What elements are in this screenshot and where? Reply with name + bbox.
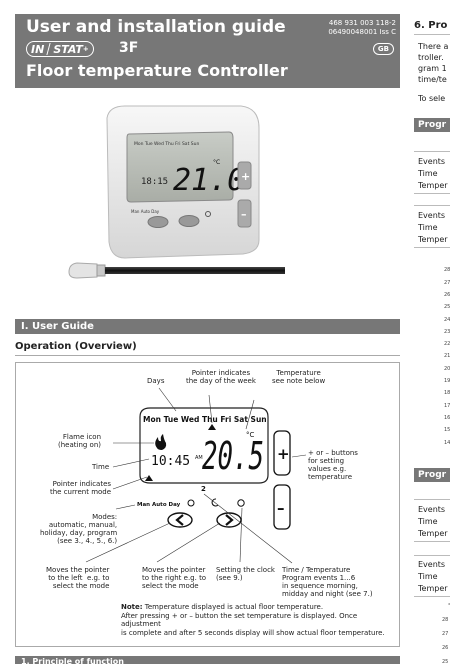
svg-text:21.0: 21.0 bbox=[173, 163, 245, 198]
left-page: User and installation guide 468 931 003 … bbox=[15, 14, 400, 664]
svg-text:Mon Tue Wed Thu Fri Sat Sun: Mon Tue Wed Thu Fri Sat Sun bbox=[143, 415, 267, 424]
label-flame: Flame icon (heating on) bbox=[58, 433, 102, 449]
scale-tick-label: 28 bbox=[442, 617, 449, 623]
right-page: 6. Pro There a troller. gram 1 time/te T… bbox=[414, 0, 450, 664]
right-section-bar-2: Progr bbox=[414, 468, 450, 482]
scale-tick-label: 17 bbox=[444, 402, 450, 409]
diagram-drawing: Mon Tue Wed Thu Fri Sat Sun 10:45 AM 20.… bbox=[85, 387, 307, 564]
modes-row: Man Auto Day bbox=[137, 502, 181, 508]
scale-tick-label: 25 bbox=[444, 304, 450, 311]
plus-icon: + bbox=[277, 445, 290, 463]
svg-text:–: – bbox=[241, 208, 247, 221]
svg-text:Mon Tue Wed Thu Fri Sat Sun: Mon Tue Wed Thu Fri Sat Sun bbox=[134, 141, 199, 147]
label-move-right: Moves the pointer to the right e.g. to s… bbox=[142, 566, 207, 590]
svg-text:18:15: 18:15 bbox=[141, 177, 168, 187]
product-photo: Mon Tue Wed Thu Fri Sat Sun 18:15 21.0 °… bbox=[68, 105, 285, 279]
flame-icon bbox=[155, 434, 167, 450]
label-temperature: Temperature see note below bbox=[272, 369, 326, 385]
sensor-cable bbox=[105, 267, 285, 274]
scale-tick-label: 27 bbox=[444, 279, 450, 286]
svg-text:2: 2 bbox=[201, 485, 206, 493]
instat-logo: IN STAT+ bbox=[26, 41, 94, 57]
moon-icon bbox=[211, 498, 219, 507]
scale-tick-label: 25 bbox=[442, 659, 449, 664]
scale-tick-label: 16 bbox=[444, 414, 450, 421]
right-heading: 6. Pro bbox=[414, 20, 448, 31]
svg-text:Man Auto Day: Man Auto Day bbox=[131, 209, 160, 214]
label-pointer-day: Pointer indicates the day of the week bbox=[186, 369, 256, 385]
scale-tick-label: 22 bbox=[444, 341, 450, 348]
scale-tick-label: 21 bbox=[444, 353, 450, 360]
svg-text:+: + bbox=[241, 170, 250, 183]
scale-tick-label: 15 bbox=[444, 427, 450, 434]
subsection-rule bbox=[15, 355, 400, 356]
clock-icon bbox=[237, 499, 245, 507]
scale-tick-label: 14 bbox=[444, 439, 450, 446]
sun-icon bbox=[187, 499, 195, 507]
label-modes: Modes: automatic, manual, holiday, day, … bbox=[40, 513, 118, 545]
label-clock: Setting the clock (see 9.) bbox=[216, 566, 275, 582]
label-pointer-mode: Pointer indicates the current mode bbox=[50, 480, 112, 496]
scale-tick-label: 19 bbox=[444, 378, 450, 384]
scale-tick-label: 26 bbox=[444, 291, 450, 298]
lcd-display bbox=[126, 131, 234, 203]
model-number: 3F bbox=[119, 40, 139, 56]
label-events: Time / Temperature Program events 1...6 … bbox=[282, 566, 373, 598]
scale-tick-label: 24 bbox=[444, 316, 450, 323]
mode-pointer-icon bbox=[145, 475, 153, 481]
scale-tick-label: 20 bbox=[444, 365, 450, 372]
plus-button bbox=[273, 430, 291, 476]
document-number: 468 931 003 118-2 06490048001 Iss C bbox=[328, 19, 396, 36]
label-move-left: Moves the pointer to the left e.g. to se… bbox=[46, 566, 110, 590]
label-plus-minus: + or – buttons for setting values e.g. t… bbox=[308, 449, 358, 481]
scale-tick-label: 18 bbox=[444, 390, 450, 397]
scale-tick-label: °C bbox=[448, 603, 450, 609]
scale-tick-label: 28 bbox=[444, 267, 450, 274]
scale-tick-label: 26 bbox=[442, 645, 449, 651]
language-badge: GB bbox=[372, 43, 394, 55]
lcd-outline bbox=[139, 407, 269, 484]
product-title: Floor temperature Controller bbox=[26, 61, 288, 80]
device-right-button bbox=[178, 215, 200, 227]
device-left-button bbox=[147, 216, 169, 228]
scale-tick-label: 23 bbox=[444, 328, 450, 335]
label-days: Days bbox=[147, 377, 165, 385]
minus-icon: – bbox=[277, 499, 285, 517]
scale-tick-label: 27 bbox=[442, 631, 449, 637]
right-section-bar-1: Progr bbox=[414, 118, 450, 132]
section-title-user-guide: I. User Guide bbox=[15, 319, 400, 334]
subsection-title-operation: Operation (Overview) bbox=[15, 341, 137, 352]
minus-button bbox=[273, 484, 291, 530]
svg-text:°C: °C bbox=[213, 159, 220, 166]
label-time: Time bbox=[92, 463, 110, 471]
diagram-note: Note: Temperature displayed is actual fl… bbox=[121, 603, 385, 637]
device-minus-button bbox=[237, 199, 252, 228]
device-plus-button bbox=[237, 161, 252, 190]
guide-title: User and installation guide bbox=[26, 17, 286, 37]
right-arrow-button bbox=[216, 512, 242, 528]
chevron-left-icon bbox=[175, 514, 184, 526]
svg-text:°C: °C bbox=[246, 431, 255, 439]
svg-text:20.5: 20.5 bbox=[202, 434, 264, 478]
left-arrow-button bbox=[167, 512, 193, 528]
section-title-principle: 1. Principle of function bbox=[15, 656, 400, 664]
leader-lines bbox=[85, 387, 307, 564]
svg-text:AM: AM bbox=[195, 455, 203, 461]
chevron-right-icon bbox=[225, 514, 234, 526]
title-header: User and installation guide 468 931 003 … bbox=[15, 14, 400, 88]
day-pointer-icon bbox=[208, 424, 216, 430]
svg-text:10:45: 10:45 bbox=[151, 454, 190, 469]
operation-diagram: Mon Tue Wed Thu Fri Sat Sun 10:45 AM 20.… bbox=[15, 362, 400, 647]
sensor-probe-tip bbox=[68, 262, 98, 279]
